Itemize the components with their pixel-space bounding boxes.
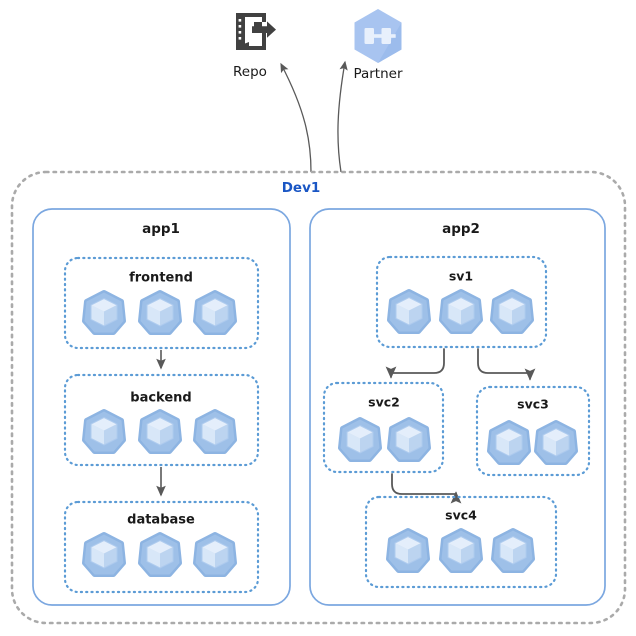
repo-label: Repo — [233, 64, 267, 80]
service-container-backend[interactable] — [63, 373, 260, 467]
pod-group-sv1 — [390, 292, 532, 332]
pod-cube-icon[interactable] — [196, 535, 235, 575]
svc2-label: svc2 — [368, 395, 400, 410]
app-container-app2[interactable] — [309, 208, 606, 606]
partner-hexagon-icon — [354, 9, 402, 63]
svc3-label: svc3 — [517, 397, 549, 412]
service-container-frontend[interactable] — [63, 256, 260, 350]
app1-label: app1 — [142, 221, 180, 237]
pod-cube-icon[interactable] — [390, 292, 429, 332]
service-container-svc2[interactable] — [322, 381, 445, 474]
pod-group-svc4 — [389, 531, 533, 571]
pod-cube-icon[interactable] — [493, 292, 532, 332]
env-label-backdrop — [272, 178, 330, 196]
pod-group-database — [85, 535, 235, 575]
service-container-sv1[interactable] — [375, 255, 548, 349]
pod-cube-icon[interactable] — [537, 423, 576, 463]
pod-cube-icon[interactable] — [196, 293, 235, 333]
connector-dev1-to-partner — [337, 60, 348, 173]
environment-label-dev1: Dev1 — [282, 180, 321, 196]
pod-cube-icon[interactable] — [442, 292, 481, 332]
pod-cube-icon[interactable] — [490, 423, 529, 463]
pod-cube-icon[interactable] — [390, 420, 429, 460]
pod-cube-icon[interactable] — [196, 412, 235, 452]
pod-group-backend — [85, 412, 235, 452]
frontend-label: frontend — [129, 271, 193, 286]
database-label: database — [127, 513, 195, 528]
service-container-database[interactable] — [63, 500, 260, 594]
pod-group-svc3 — [490, 423, 576, 463]
pod-cube-icon[interactable] — [85, 535, 124, 575]
connector-svc2-to-svc4 — [391, 473, 462, 504]
pod-cube-icon[interactable] — [85, 412, 124, 452]
pod-cube-icon[interactable] — [141, 412, 180, 452]
service-container-svc3[interactable] — [475, 385, 591, 477]
connector-dev1-to-repo — [280, 62, 312, 173]
pod-cube-icon[interactable] — [494, 531, 533, 571]
backend-label: backend — [130, 391, 191, 406]
sv1-label: sv1 — [449, 269, 473, 284]
pod-group-frontend — [85, 293, 235, 333]
pod-cube-icon[interactable] — [141, 293, 180, 333]
pod-group-svc2 — [341, 420, 429, 460]
connector-sv1-to-svc2 — [385, 348, 445, 379]
pod-cube-icon[interactable] — [389, 531, 428, 571]
pod-cube-icon[interactable] — [442, 531, 481, 571]
pod-cube-icon[interactable] — [85, 293, 124, 333]
app-container-app1[interactable] — [32, 208, 291, 606]
pod-cube-icon[interactable] — [141, 535, 180, 575]
environment-boundary-dev1 — [10, 170, 627, 625]
partner-label: Partner — [353, 66, 403, 82]
connector-sv1-to-svc3 — [477, 348, 536, 381]
repo-export-icon — [236, 13, 276, 50]
app2-label: app2 — [442, 221, 480, 237]
svc4-label: svc4 — [445, 508, 477, 523]
pod-cube-icon[interactable] — [341, 420, 380, 460]
service-container-svc4[interactable] — [364, 495, 558, 589]
